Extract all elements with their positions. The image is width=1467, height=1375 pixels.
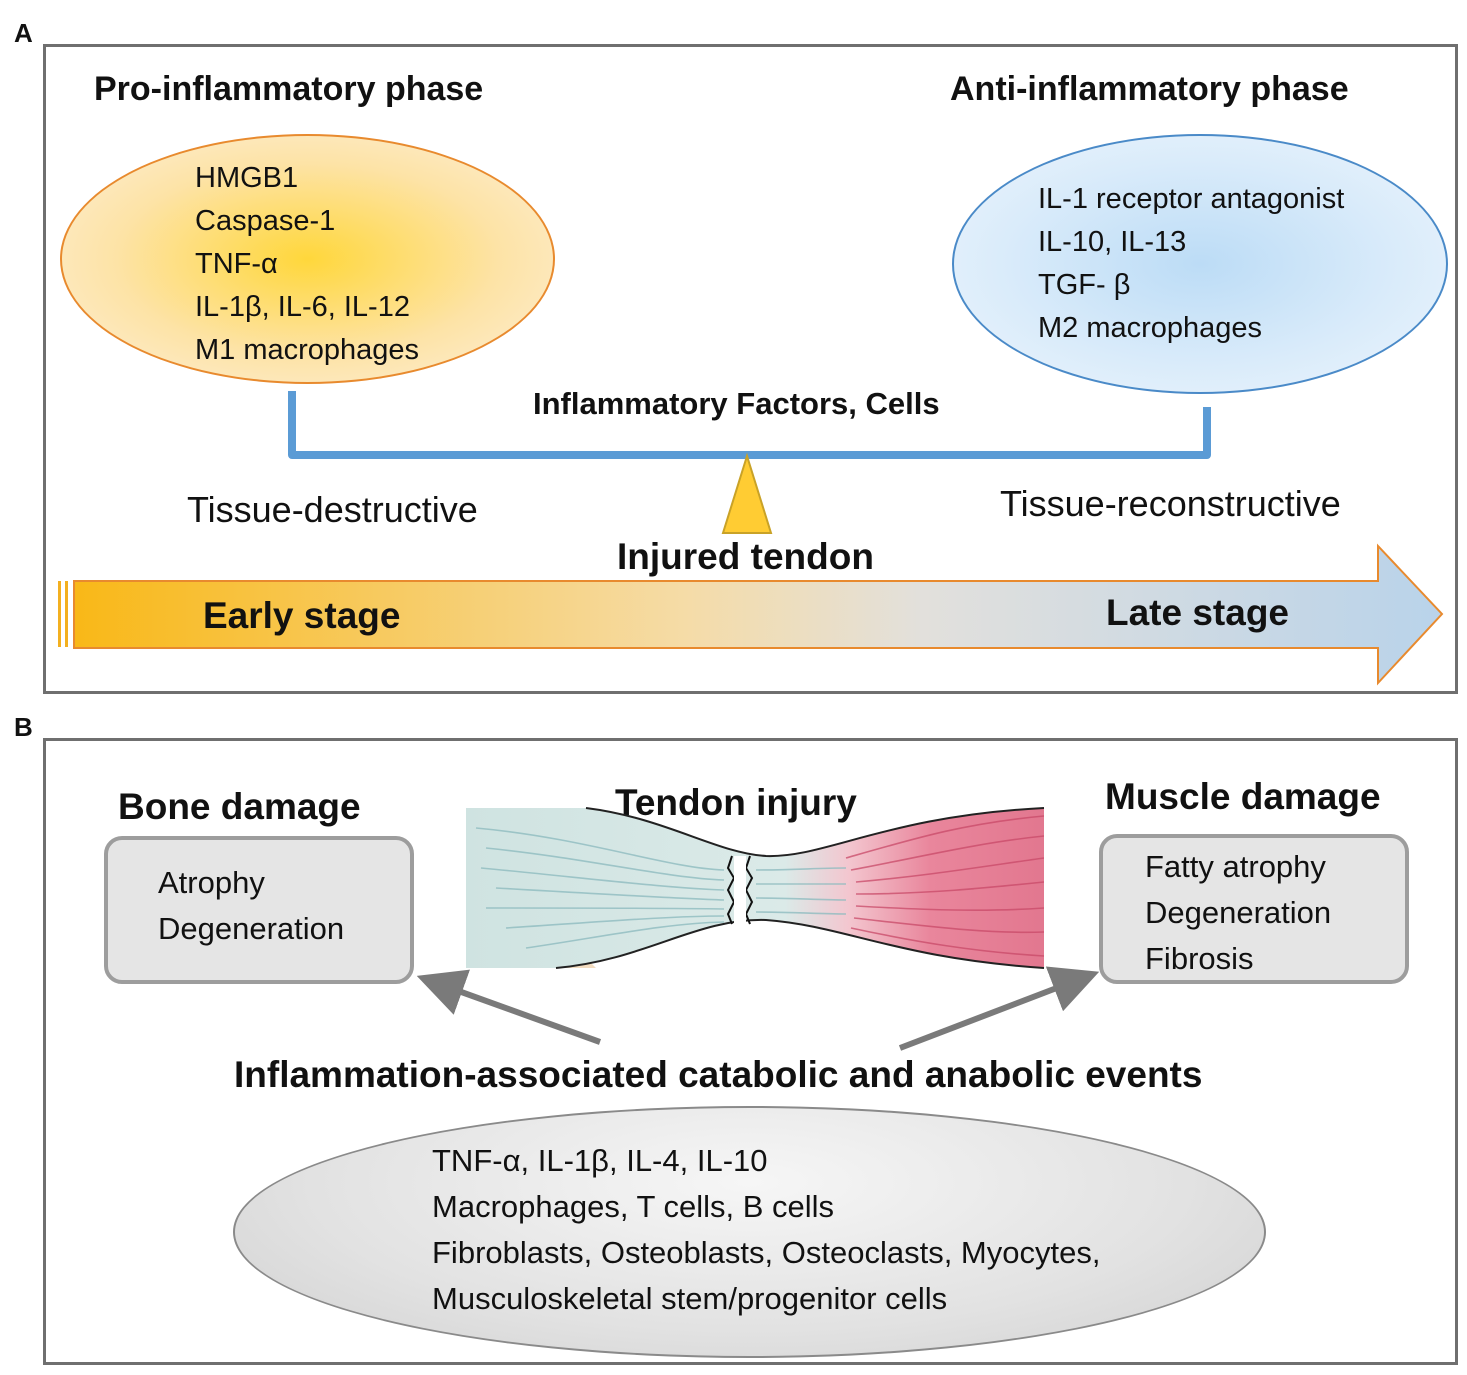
pro-inflammatory-ellipse xyxy=(60,134,555,384)
list-item: Fibroblasts, Osteoblasts, Osteoclasts, M… xyxy=(432,1235,1101,1270)
tendon-lower-edge xyxy=(555,918,1045,969)
tendon-injury-title: Tendon injury xyxy=(615,782,857,823)
bone-damage-title: Bone damage xyxy=(118,786,361,827)
pro-inflammatory-list: HMGB1 Caspase-1 TNF-α IL-1β, IL-6, IL-12… xyxy=(195,157,419,372)
list-item: Musculoskeletal stem/progenitor cells xyxy=(432,1281,948,1316)
list-item: TNF-α xyxy=(195,248,278,280)
list-item: TNF-α, IL-1β, IL-4, IL-10 xyxy=(432,1143,768,1178)
anti-inflammatory-ellipse xyxy=(952,134,1448,394)
timeline-arrow xyxy=(58,543,1444,686)
list-item: Fibrosis xyxy=(1145,941,1254,976)
balance-beam xyxy=(288,391,1211,459)
events-list: TNF-α, IL-1β, IL-4, IL-10 Macrophages, T… xyxy=(432,1138,1100,1322)
injured-tendon-label: Injured tendon xyxy=(617,536,874,577)
panel-a-frame xyxy=(43,44,1458,694)
anti-inflammatory-title: Anti-inflammatory phase xyxy=(950,70,1349,108)
pro-inflammatory-title: Pro-inflammatory phase xyxy=(94,70,484,108)
muscle-damage-list: Fatty atrophy Degeneration Fibrosis xyxy=(1145,844,1331,982)
list-item: M1 macrophages xyxy=(195,334,420,366)
arrow-tail-stripe xyxy=(58,581,61,647)
balance-label: Inflammatory Factors, Cells xyxy=(533,386,940,421)
arrow-tail-stripe xyxy=(65,581,68,647)
list-item: Macrophages, T cells, B cells xyxy=(432,1189,835,1224)
arrow-to-bone-damage xyxy=(416,969,602,1045)
tissue-reconstructive-label: Tissue-reconstructive xyxy=(1000,483,1341,524)
anti-inflammatory-list: IL-1 receptor antagonist IL-10, IL-13 TG… xyxy=(1038,178,1344,350)
list-item: Caspase-1 xyxy=(195,205,336,237)
events-ellipse xyxy=(233,1106,1266,1358)
panel-b-letter: B xyxy=(14,712,33,742)
early-stage-label: Early stage xyxy=(203,595,401,636)
tendon-upper-edge xyxy=(585,807,1045,858)
tear-gap xyxy=(734,856,746,924)
muscle-damage-box xyxy=(1099,834,1409,984)
events-label: Inflammation-associated catabolic and an… xyxy=(234,1054,1203,1095)
list-item: IL-1β, IL-6, IL-12 xyxy=(195,291,410,323)
panel-a-letter: A xyxy=(14,18,33,48)
bone-damage-list: Atrophy Degeneration xyxy=(158,860,344,952)
late-stage-label: Late stage xyxy=(1106,592,1290,633)
panel-b-frame xyxy=(43,738,1458,1365)
list-item: Degeneration xyxy=(158,911,345,946)
list-item: TGF- β xyxy=(1038,269,1131,301)
arrow-to-muscle-damage xyxy=(898,966,1100,1051)
list-item: IL-10, IL-13 xyxy=(1038,226,1187,258)
list-item: Atrophy xyxy=(158,865,265,900)
list-item: HMGB1 xyxy=(195,162,299,194)
list-item: Degeneration xyxy=(1145,895,1332,930)
tendon-illustration xyxy=(466,807,1045,969)
fulcrum-triangle xyxy=(721,452,773,534)
muscle-damage-title: Muscle damage xyxy=(1105,776,1381,817)
tissue-destructive-label: Tissue-destructive xyxy=(187,489,478,530)
list-item: IL-1 receptor antagonist xyxy=(1038,183,1345,215)
balance-scale xyxy=(288,391,1211,534)
bone-damage-box xyxy=(104,836,414,984)
list-item: Fatty atrophy xyxy=(1145,849,1326,884)
arrow-body xyxy=(73,543,1444,686)
tear-line xyxy=(726,855,736,925)
list-item: M2 macrophages xyxy=(1038,312,1263,344)
